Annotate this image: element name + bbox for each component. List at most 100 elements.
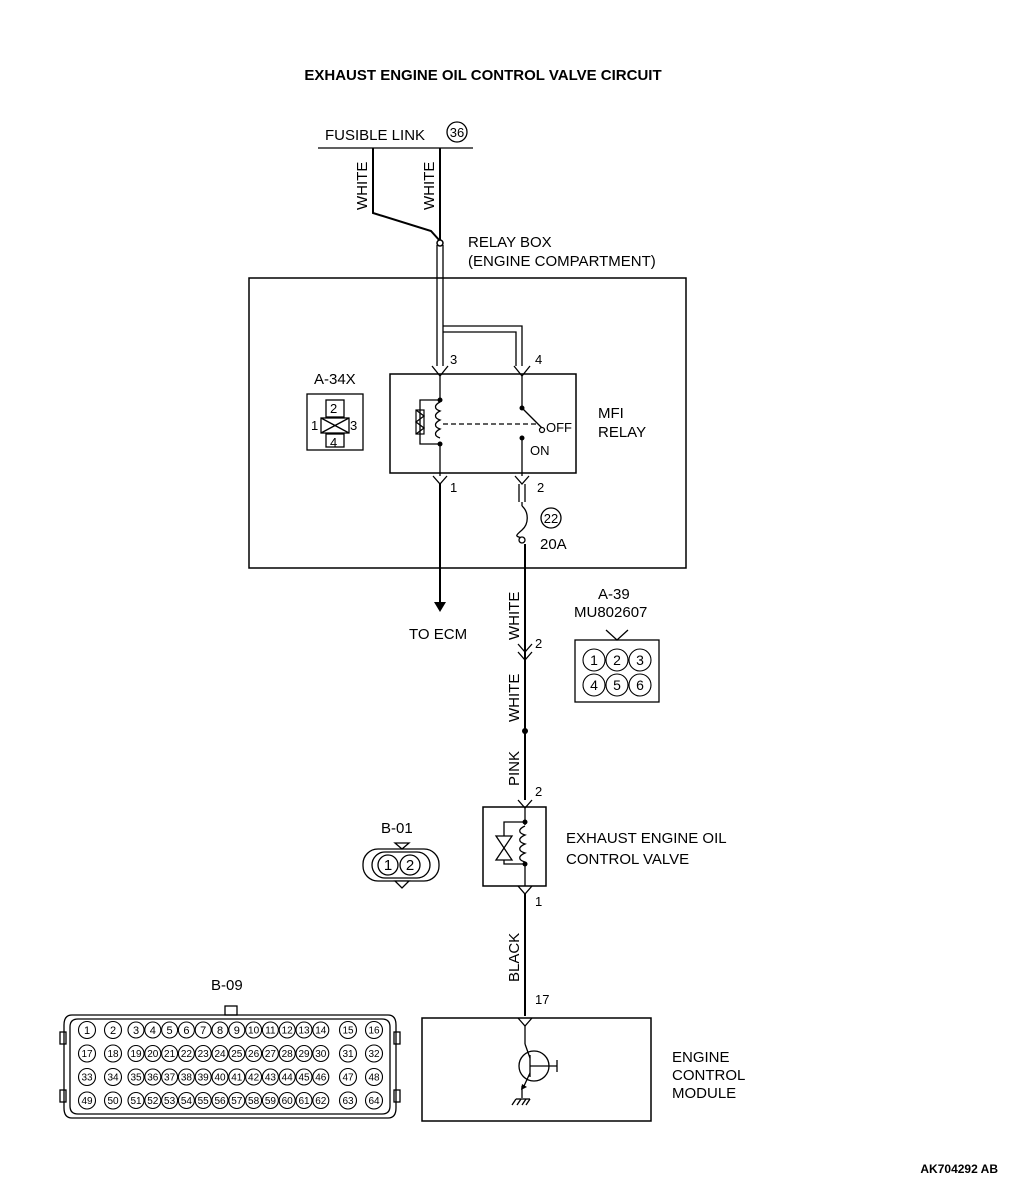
b09-pin-53: 53 (161, 1091, 179, 1110)
b09-pin-62-label: 62 (315, 1096, 327, 1107)
connector-b01-label: B-01 (381, 820, 413, 837)
b09-pin-36: 36 (144, 1068, 162, 1086)
wire-color-pink: PINK (506, 751, 523, 786)
b09-pin-40: 40 (211, 1068, 229, 1086)
b09-pin-13-label: 13 (298, 1026, 310, 1037)
connector-a39-label: A-39 (598, 586, 630, 603)
relay-pin-3: 3 (450, 352, 457, 367)
b09-pin-16-label: 16 (368, 1026, 380, 1037)
valve-pin-1: 1 (535, 894, 542, 909)
b09-pin-17: 17 (77, 1044, 97, 1063)
b09-pin-12-label: 12 (282, 1026, 294, 1037)
a39-pin-3-label: 3 (636, 652, 644, 668)
b09-pin-57: 57 (228, 1091, 246, 1110)
b01-pin-2: 2 (406, 857, 414, 874)
b09-pin-36-label: 36 (147, 1073, 159, 1084)
b09-pin-26: 26 (245, 1044, 263, 1063)
b09-pin-45-label: 45 (298, 1073, 310, 1084)
a39-pin-4: 4 (582, 673, 606, 697)
b09-pin-34-label: 34 (107, 1073, 119, 1084)
b09-pin-63-label: 63 (342, 1096, 354, 1107)
b09-pin-18: 18 (103, 1044, 123, 1063)
relay-switch-on: ON (530, 443, 550, 458)
fusible-link: FUSIBLE LINK 36 (318, 121, 473, 149)
b09-pin-42: 42 (245, 1068, 263, 1086)
b09-pin-49: 49 (77, 1091, 97, 1110)
b09-pin-63: 63 (338, 1091, 358, 1110)
b01-pin-1: 1 (384, 857, 392, 874)
b09-pin-50-label: 50 (107, 1096, 119, 1107)
b09-pin-4-label: 4 (150, 1025, 156, 1037)
b09-pin-51-label: 51 (130, 1096, 142, 1107)
b09-pin-31-label: 31 (342, 1049, 354, 1060)
b09-pin-56: 56 (211, 1091, 229, 1110)
b09-pin-31: 31 (338, 1044, 358, 1063)
b09-pin-44-label: 44 (282, 1073, 294, 1084)
b09-pin-24-label: 24 (214, 1049, 226, 1060)
b09-pin-22-label: 22 (181, 1049, 193, 1060)
fusible-link-label: FUSIBLE LINK (325, 127, 425, 144)
mfi-relay-label: MFI (598, 405, 624, 422)
ecm-label-2: CONTROL (672, 1067, 745, 1084)
mfi-relay-label-2: RELAY (598, 424, 646, 441)
b09-pin-55: 55 (194, 1091, 212, 1110)
a34x-pin-4: 4 (330, 435, 337, 450)
b09-pin-45: 45 (295, 1068, 313, 1086)
b09-pin-47-label: 47 (342, 1073, 354, 1084)
exhaust-oil-control-valve: 2 EXHAUST ENGINE OIL CONTROL VALVE 1 (482, 784, 727, 909)
wire-color-white-right: WHITE (421, 162, 438, 210)
b09-pin-6: 6 (177, 1021, 195, 1039)
a39-pin-4-label: 4 (590, 677, 598, 693)
b09-pin-58-label: 58 (248, 1096, 260, 1107)
b09-pin-16: 16 (364, 1020, 384, 1040)
a39-pin-5-label: 5 (613, 677, 621, 693)
feed-wires: WHITE WHITE (354, 148, 444, 247)
b09-pin-25-label: 25 (231, 1049, 243, 1060)
b09-pin-47: 47 (338, 1067, 358, 1087)
b09-pin-29-label: 29 (298, 1049, 310, 1060)
relay-switch-off: OFF (546, 420, 572, 435)
relay-box-label: RELAY BOX (468, 234, 552, 251)
valve-label-2: CONTROL VALVE (566, 851, 689, 868)
b09-pin-9: 9 (228, 1021, 246, 1039)
b09-pin-58: 58 (245, 1091, 263, 1110)
b09-pin-30-label: 30 (315, 1049, 327, 1060)
b09-pin-29: 29 (295, 1044, 313, 1063)
b09-pin-5: 5 (161, 1021, 179, 1039)
b09-pin-9-label: 9 (234, 1025, 240, 1037)
b09-pin-41-label: 41 (231, 1073, 243, 1084)
b09-pin-5-label: 5 (167, 1025, 173, 1037)
b09-pin-51: 51 (127, 1091, 145, 1110)
b09-pin-60: 60 (278, 1091, 296, 1110)
b09-pin-32: 32 (364, 1044, 384, 1063)
valve-pin-2: 2 (535, 784, 542, 799)
b09-pin-17-label: 17 (81, 1049, 93, 1060)
b09-pin-23: 23 (194, 1044, 212, 1063)
valve-feed-wire: WHITE WHITE PINK 2 (506, 544, 542, 800)
b09-pin-11-label: 11 (265, 1026, 276, 1037)
b09-pin-43-label: 43 (265, 1073, 277, 1084)
a39-pin-label: 2 (535, 636, 542, 651)
valve-label: EXHAUST ENGINE OIL (566, 830, 727, 847)
b09-pin-27-label: 27 (265, 1049, 277, 1060)
b09-pin-52-label: 52 (147, 1096, 159, 1107)
relay-pin-1: 1 (450, 480, 457, 495)
b09-pin-39-label: 39 (198, 1073, 210, 1084)
fusible-link-number: 36 (450, 125, 464, 140)
b09-pin-20-label: 20 (147, 1049, 159, 1060)
b09-pin-49-label: 49 (81, 1096, 93, 1107)
connector-a34x-label: A-34X (314, 371, 356, 388)
b09-pin-11: 11 (261, 1021, 279, 1039)
ecm-wire: BLACK 17 (506, 894, 549, 1027)
diagram-title: EXHAUST ENGINE OIL CONTROL VALVE CIRCUIT (304, 67, 661, 84)
b09-pin-37-label: 37 (164, 1073, 176, 1084)
b09-pin-35-label: 35 (130, 1073, 142, 1084)
fuse-22: 22 20A (516, 484, 567, 553)
ecm-label: ENGINE (672, 1049, 730, 1066)
b09-pin-44: 44 (278, 1068, 296, 1086)
b09-pin-48-label: 48 (368, 1073, 380, 1084)
b09-pin-54: 54 (177, 1091, 195, 1110)
wire-color-white-left: WHITE (354, 162, 371, 210)
b09-pin-22: 22 (177, 1044, 195, 1063)
